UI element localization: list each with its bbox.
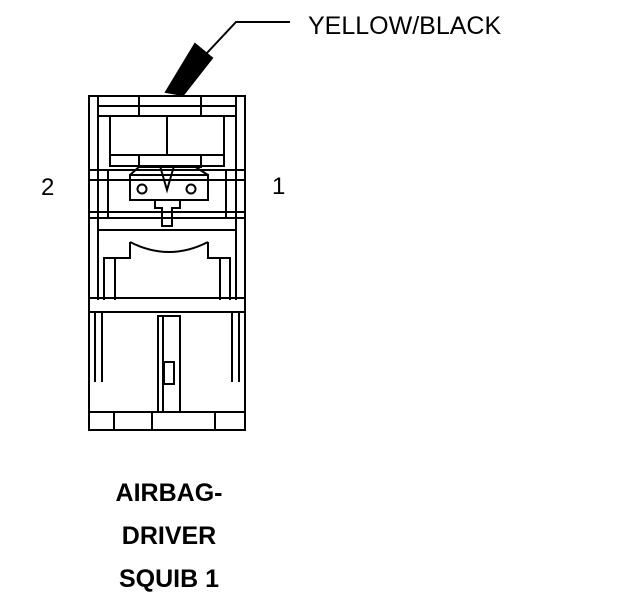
terminal-cavity (89, 165, 245, 227)
wire-color-label: YELLOW/BLACK (308, 12, 502, 40)
pin-2-terminal (136, 183, 148, 195)
pin-1-terminal (185, 183, 197, 195)
pin-2-label: 2 (41, 174, 55, 201)
title-line-1: AIRBAG- (115, 479, 223, 507)
connector-bottom (88, 298, 246, 430)
title-line-2: DRIVER (121, 522, 217, 550)
center-slot (157, 315, 181, 413)
connector-top-latch (97, 95, 237, 300)
callout-leader (164, 21, 290, 97)
connector-pocket (98, 229, 236, 300)
pin-1-label: 1 (272, 173, 286, 200)
connector-title: AIRBAG- DRIVER SQUIB 1 (60, 478, 278, 600)
title-line-3: SQUIB 1 (118, 565, 220, 593)
